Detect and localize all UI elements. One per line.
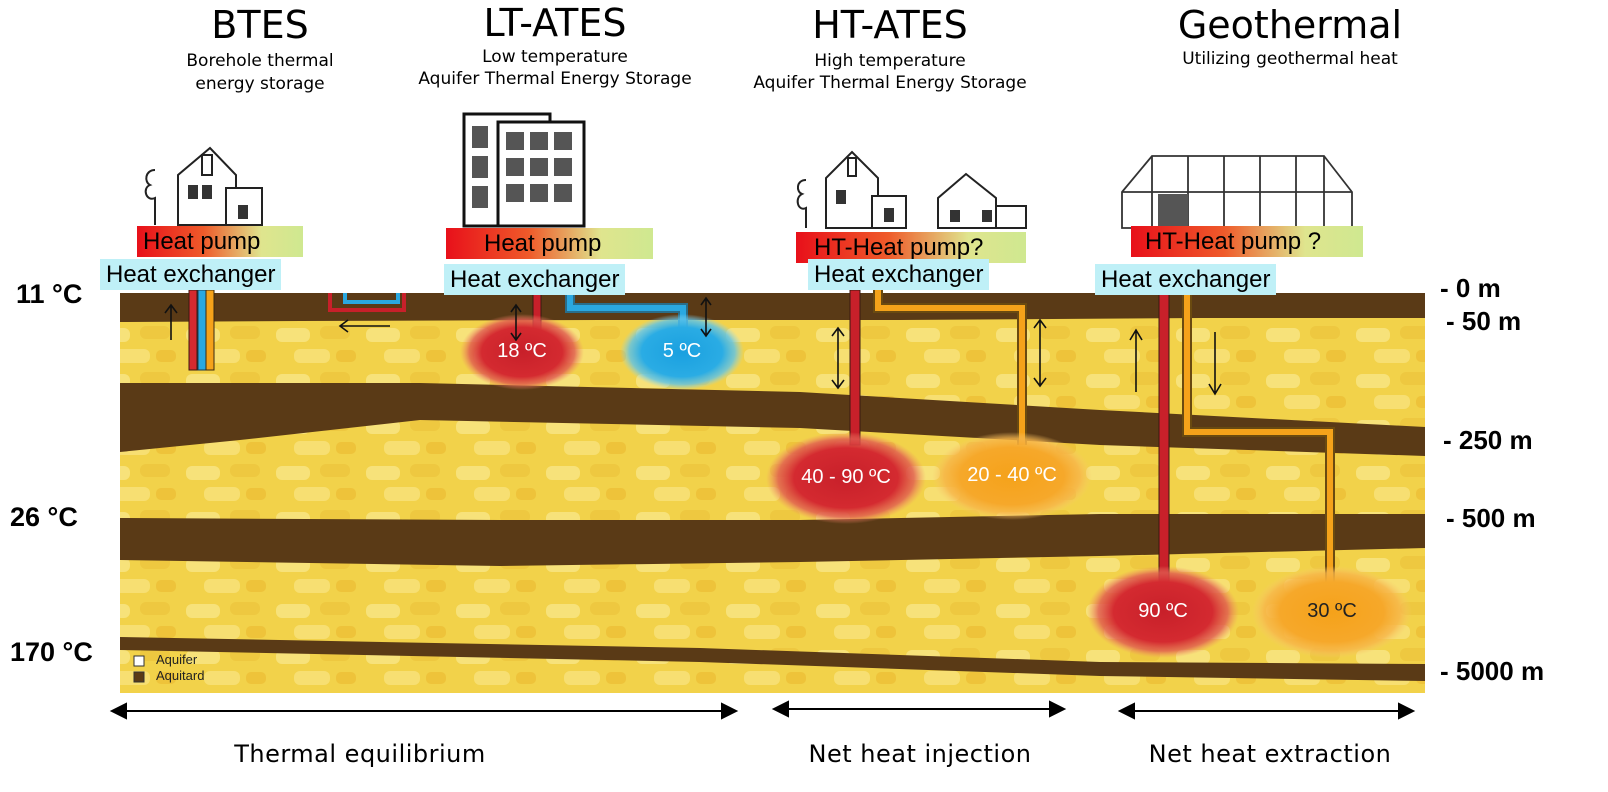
reservoir-blob-40-90c: [766, 432, 926, 524]
depth-label-250m: - 250 m: [1443, 425, 1533, 455]
reservoir-label-40-90c: 40 - 90 ºC: [801, 466, 891, 488]
reservoir-label-30c: 30 ºC: [1307, 600, 1357, 622]
depth-label-500m: - 500 m: [1446, 503, 1536, 533]
heat-pump-label-ht-ates: HT-Heat pump?: [796, 232, 1026, 263]
subtitle-btes-2: energy storage: [195, 74, 325, 94]
title-ht-ates: HT-ATES: [812, 3, 968, 47]
temp-label-surface: 11 °C: [16, 279, 83, 309]
reservoir-blob-90c: [1087, 566, 1239, 658]
subtitle-ht-ates-2: Aquifer Thermal Energy Storage: [753, 73, 1027, 93]
reservoir-label-20-40c: 20 - 40 ºC: [967, 464, 1057, 486]
legend-aquitard: Aquitard: [156, 668, 205, 683]
heat-pump-label-lt-ates: Heat pump: [446, 228, 653, 259]
greenhouse-icon: [1121, 155, 1353, 229]
subtitle-geothermal: Utilizing geothermal heat: [1182, 49, 1398, 69]
heat-exchanger-label-ht-ates: Heat exchanger: [808, 259, 990, 290]
reservoir-blob-30c: [1252, 566, 1412, 658]
office-building-icon: [462, 112, 586, 228]
bottom-label-net-heat-injection: Net heat injection: [808, 740, 1032, 768]
heat-exchanger-label-geothermal: Heat exchanger: [1095, 264, 1277, 295]
reservoir-blob-5c: [620, 314, 744, 390]
house-icon: [144, 146, 263, 226]
title-btes: BTES: [211, 3, 309, 47]
temp-label-mid: 26 °C: [10, 502, 78, 532]
title-lt-ates: LT-ATES: [483, 1, 627, 45]
depth-label-0m: - 0 m: [1440, 273, 1501, 303]
subtitle-lt-ates-2: Aquifer Thermal Energy Storage: [418, 69, 692, 89]
subtitle-ht-ates-1: High temperature: [814, 51, 966, 71]
legend-aquifer: Aquifer: [156, 652, 198, 667]
reservoir-blob-20-40c: [932, 432, 1092, 520]
heat-exchanger-label-lt-ates: Heat exchanger: [444, 264, 626, 295]
temp-label-deep: 170 °C: [10, 637, 93, 667]
heat-exchanger-label-btes: Heat exchanger: [100, 259, 282, 290]
reservoir-label-5c: 5 ºC: [662, 340, 702, 362]
reservoir-label-90c: 90 ºC: [1138, 600, 1188, 622]
heat-pump-label-geothermal: HT-Heat pump ?: [1131, 226, 1363, 257]
bottom-label-thermal-equilibrium: Thermal equilibrium: [234, 740, 486, 768]
subtitle-btes-1: Borehole thermal: [186, 51, 334, 71]
subtitle-lt-ates-1: Low temperature: [482, 47, 628, 67]
depth-label-5000m: - 5000 m: [1440, 656, 1545, 686]
heat-pump-label-btes: Heat pump: [137, 226, 303, 257]
reservoir-label-18c: 18 ºC: [497, 340, 547, 362]
title-geothermal: Geothermal: [1177, 3, 1403, 47]
houses-icon: [796, 150, 1027, 229]
reservoir-blob-18c: [460, 314, 584, 390]
bottom-label-net-heat-extraction: Net heat extraction: [1148, 740, 1392, 768]
depth-label-50m: - 50 m: [1446, 306, 1522, 336]
